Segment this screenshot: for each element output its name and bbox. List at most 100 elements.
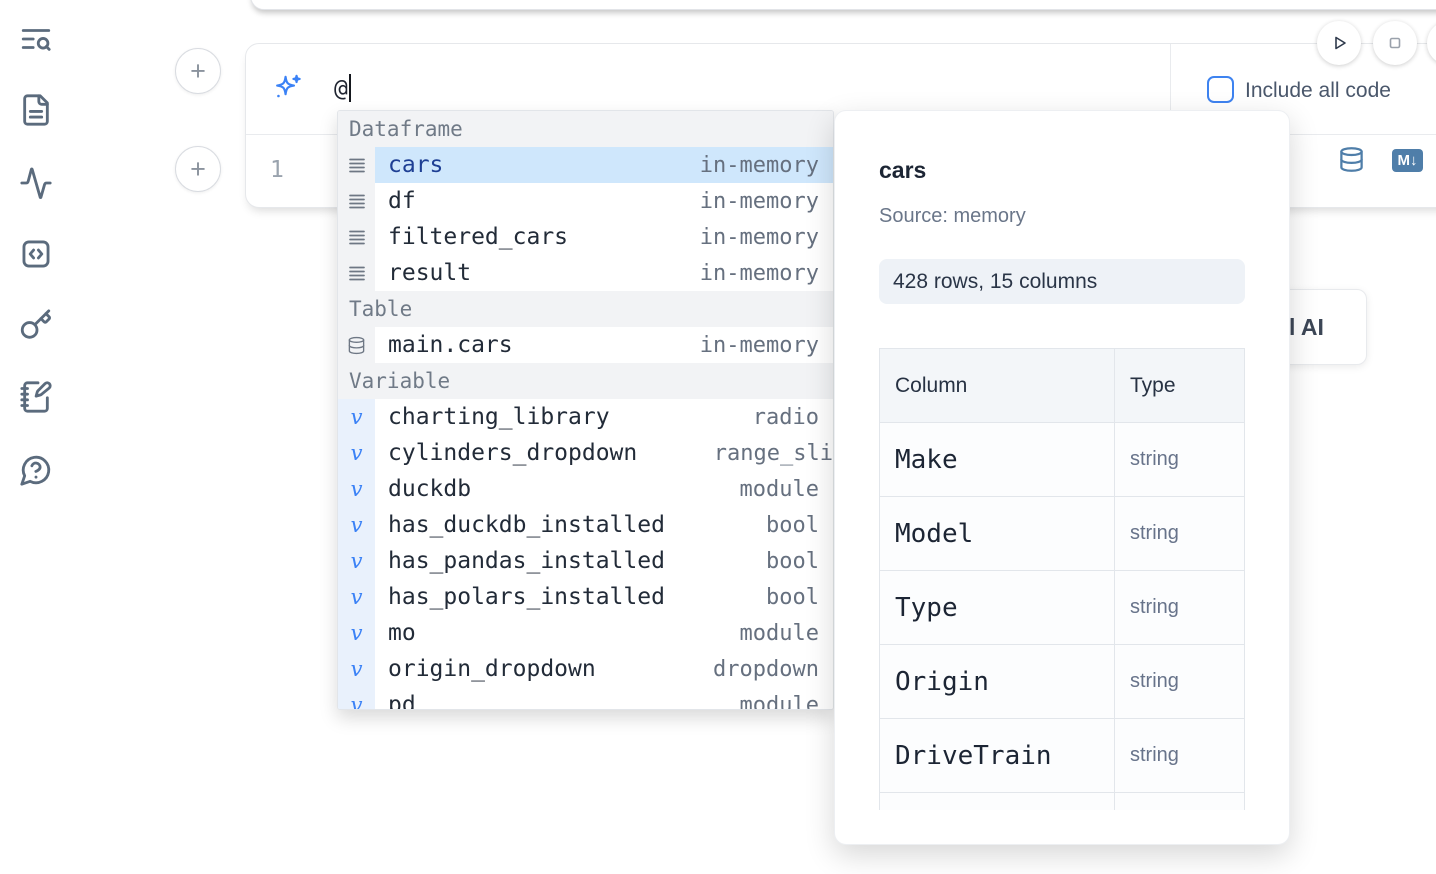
variable-icon: v <box>350 513 363 537</box>
item-type: module <box>739 620 819 646</box>
sidebar-item-search[interactable] <box>19 22 53 56</box>
sidebar-item-files[interactable] <box>19 93 53 127</box>
item-name: df <box>388 188 416 214</box>
item-name: main.cars <box>388 332 513 358</box>
schema-column-name: DriveTrain <box>879 718 1115 793</box>
sidebar-item-tracing[interactable] <box>19 166 53 200</box>
prompt-divider <box>1170 44 1171 134</box>
item-name: origin_dropdown <box>388 656 596 682</box>
item-type: in-memory <box>699 224 819 250</box>
add-cell-button-top[interactable]: + <box>175 48 221 94</box>
schema-column-type <box>1114 792 1245 810</box>
sidebar-item-snippets[interactable] <box>19 237 53 271</box>
variable-icon: v <box>350 621 363 645</box>
item-type: bool <box>766 584 819 610</box>
item-type: radio <box>752 404 819 430</box>
schema-column-name: Make <box>879 422 1115 497</box>
key-icon <box>20 309 51 339</box>
item-icon-gutter: v <box>338 435 375 471</box>
item-icon-gutter: v <box>338 507 375 543</box>
schema-column-type: string <box>1114 570 1245 645</box>
item-main: charting_library radio <box>375 399 833 435</box>
rows-icon <box>348 158 365 173</box>
item-icon-gutter <box>338 327 375 363</box>
activity-icon <box>20 167 52 199</box>
sidebar-item-scratchpad[interactable] <box>19 380 53 414</box>
item-name: pd <box>388 692 416 710</box>
item-icon-gutter <box>338 147 375 183</box>
code-snippets-icon <box>22 240 50 268</box>
shape-badge: 428 rows, 15 columns <box>879 259 1245 304</box>
sidebar-item-secrets[interactable] <box>19 308 53 342</box>
item-type: range_sli <box>713 440 833 466</box>
panel-source: Source: memory <box>879 205 1026 227</box>
database-icon <box>348 336 365 354</box>
code-editor-row[interactable]: 1 M↓ <box>246 134 1436 208</box>
extra-toolbar-button[interactable] <box>1427 21 1436 65</box>
item-icon-gutter: v <box>338 651 375 687</box>
ai-prompt-input[interactable]: @ <box>334 74 351 102</box>
autocomplete-section-header: Variable <box>338 363 833 399</box>
variable-icon: v <box>350 585 363 609</box>
include-all-code-checkbox[interactable] <box>1207 76 1234 103</box>
item-icon-gutter <box>338 219 375 255</box>
schema-column-name: Type <box>879 570 1115 645</box>
markdown-convert-button[interactable]: M↓ <box>1392 149 1423 172</box>
stop-icon <box>1389 37 1401 49</box>
autocomplete-item-df[interactable]: df in-memory <box>338 183 833 219</box>
add-cell-button-bottom[interactable]: + <box>175 146 221 192</box>
item-name: has_polars_installed <box>388 584 665 610</box>
rows-icon <box>348 230 365 245</box>
run-cell-button[interactable] <box>1317 21 1361 65</box>
rows-icon <box>348 266 365 281</box>
schema-column-type: string <box>1114 644 1245 719</box>
item-type: module <box>739 692 819 710</box>
autocomplete-item-has_polars_installed[interactable]: v has_polars_installed bool <box>338 579 833 615</box>
item-icon-gutter <box>338 183 375 219</box>
database-icon <box>1340 147 1363 172</box>
item-type: module <box>739 476 819 502</box>
file-document-icon <box>23 94 49 126</box>
stop-button[interactable] <box>1373 21 1417 65</box>
dataframe-output-button[interactable] <box>1338 146 1365 173</box>
item-type: in-memory <box>699 188 819 214</box>
play-icon <box>1335 36 1346 50</box>
schema-header-Column: Column <box>879 348 1115 423</box>
include-all-code-label: Include all code <box>1245 79 1391 102</box>
item-name: charting_library <box>388 404 610 430</box>
schema-column-name: Model <box>879 496 1115 571</box>
item-icon-gutter <box>338 255 375 291</box>
item-name: result <box>388 260 472 286</box>
schema-header-Type: Type <box>1114 348 1245 423</box>
item-icon-gutter: v <box>338 687 375 709</box>
schema-column-type: string <box>1114 496 1245 571</box>
schema-column-type: string <box>1114 718 1245 793</box>
variable-icon: v <box>350 657 363 681</box>
sidebar-item-help[interactable] <box>19 453 53 487</box>
rows-icon <box>348 194 365 209</box>
